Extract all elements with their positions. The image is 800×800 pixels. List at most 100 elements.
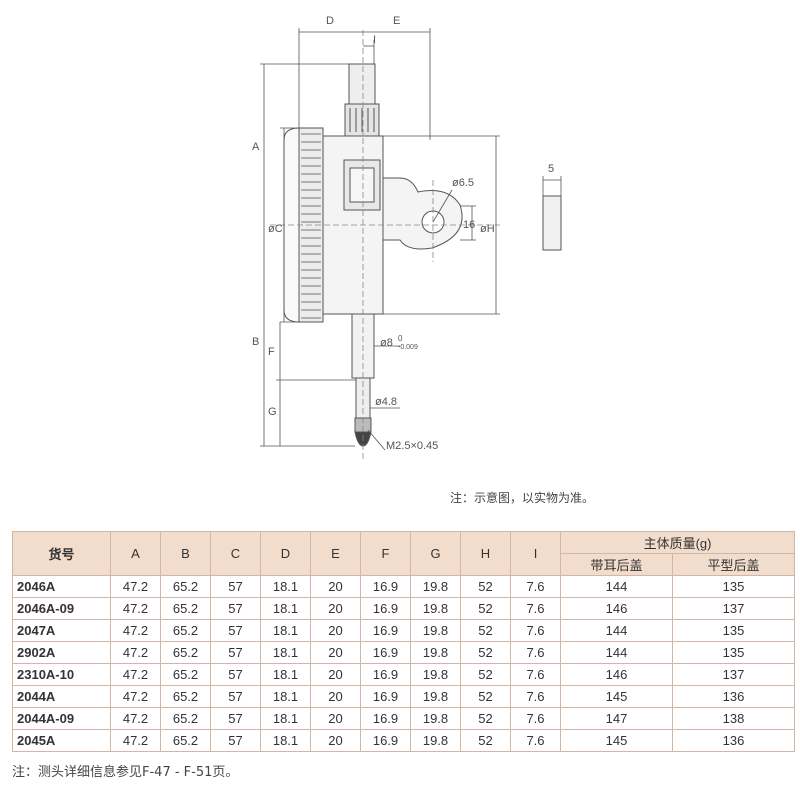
cell-mass-lug: 147 [560,707,673,730]
dim-tip: ø4.8 [375,396,397,408]
cell-H: 52 [460,729,511,752]
cell-C: 57 [210,597,261,620]
dim-D: D [326,15,334,27]
cell-I: 7.6 [510,685,561,708]
cell-H: 52 [460,685,511,708]
model-cell: 2044A [12,685,111,708]
model-cell: 2045A [12,729,111,752]
top-cap [344,63,380,137]
cell-B: 65.2 [160,619,211,642]
cell-H: 52 [460,597,511,620]
back-lug [382,177,463,250]
cell-B: 65.2 [160,597,211,620]
table-row: 2045A 47.2 65.2 57 18.1 20 16.9 19.8 52 … [12,729,796,752]
dim-G: G [268,406,277,418]
cell-E: 20 [310,575,361,598]
cell-E: 20 [310,685,361,708]
cell-B: 65.2 [160,707,211,730]
dim-I: I [373,34,376,46]
cell-G: 19.8 [410,641,461,664]
col-header-E: E [310,531,361,576]
cell-mass-flat: 137 [671,597,796,620]
cell-I: 7.6 [510,641,561,664]
spec-table: 货号 A B C D E F G H I 主体质量(g) 带耳后盖 平型后盖 2… [12,531,796,752]
cell-A: 47.2 [110,641,161,664]
cell-mass-lug: 144 [560,575,673,598]
cell-F: 16.9 [360,663,411,686]
col-header-G: G [410,531,461,576]
cell-mass-lug: 144 [560,619,673,642]
cell-A: 47.2 [110,619,161,642]
table-row: 2046A-09 47.2 65.2 57 18.1 20 16.9 19.8 … [12,597,796,620]
cell-E: 20 [310,707,361,730]
cell-C: 57 [210,707,261,730]
table-row: 2902A 47.2 65.2 57 18.1 20 16.9 19.8 52 … [12,641,796,664]
cell-G: 19.8 [410,685,461,708]
col-header-H: H [460,531,511,576]
dim-stem: ø8 [380,337,393,349]
cell-A: 47.2 [110,597,161,620]
cell-E: 20 [310,597,361,620]
table-row: 2046A 47.2 65.2 57 18.1 20 16.9 19.8 52 … [12,575,796,598]
cell-C: 57 [210,729,261,752]
cell-F: 16.9 [360,707,411,730]
cell-I: 7.6 [510,729,561,752]
cell-mass-flat: 135 [671,619,796,642]
dim-B: B [252,336,259,348]
col-header-mass-lug: 带耳后盖 [560,553,673,576]
cell-E: 20 [310,619,361,642]
cell-D: 18.1 [260,641,311,664]
col-header-model: 货号 [12,531,111,576]
cell-C: 57 [210,685,261,708]
cell-H: 52 [460,641,511,664]
cell-mass-lug: 144 [560,641,673,664]
cell-mass-flat: 138 [671,707,796,730]
col-header-A: A [110,531,161,576]
cell-F: 16.9 [360,641,411,664]
dim-H: øH [480,223,495,235]
dim-thread: M2.5×0.45 [386,440,438,452]
col-header-F: F [360,531,411,576]
cell-F: 16.9 [360,729,411,752]
table-row: 2044A 47.2 65.2 57 18.1 20 16.9 19.8 52 … [12,685,796,708]
col-header-C: C [210,531,261,576]
model-cell: 2310A-10 [12,663,111,686]
cell-F: 16.9 [360,575,411,598]
table-row: 2310A-10 47.2 65.2 57 18.1 20 16.9 19.8 … [12,663,796,686]
cell-C: 57 [210,641,261,664]
table-row: 2047A 47.2 65.2 57 18.1 20 16.9 19.8 52 … [12,619,796,642]
cell-G: 19.8 [410,619,461,642]
cell-A: 47.2 [110,663,161,686]
cell-mass-flat: 137 [671,663,796,686]
col-header-I: I [510,531,561,576]
model-cell: 2902A [12,641,111,664]
cell-I: 7.6 [510,597,561,620]
model-cell: 2046A-09 [12,597,111,620]
cell-D: 18.1 [260,619,311,642]
drawing-note: 注：示意图，以实物为准。 [450,491,595,505]
cell-mass-flat: 136 [671,685,796,708]
model-cell: 2046A [12,575,111,598]
cell-B: 65.2 [160,685,211,708]
cell-C: 57 [210,619,261,642]
cell-H: 52 [460,663,511,686]
cell-I: 7.6 [510,707,561,730]
dim-A: A [252,141,260,153]
cell-H: 52 [460,575,511,598]
cell-F: 16.9 [360,597,411,620]
cell-C: 57 [210,575,261,598]
col-header-D: D [260,531,311,576]
cell-E: 20 [310,663,361,686]
dim-sixteen: 16 [463,219,475,231]
cell-D: 18.1 [260,707,311,730]
cell-mass-flat: 135 [671,575,796,598]
dim-stem-tol-sub: -0.009 [398,344,418,351]
cell-mass-lug: 145 [560,685,673,708]
cell-D: 18.1 [260,729,311,752]
cell-mass-flat: 136 [671,729,796,752]
cell-A: 47.2 [110,575,161,598]
cell-B: 65.2 [160,729,211,752]
cell-mass-lug: 146 [560,597,673,620]
cell-B: 65.2 [160,663,211,686]
cell-G: 19.8 [410,707,461,730]
